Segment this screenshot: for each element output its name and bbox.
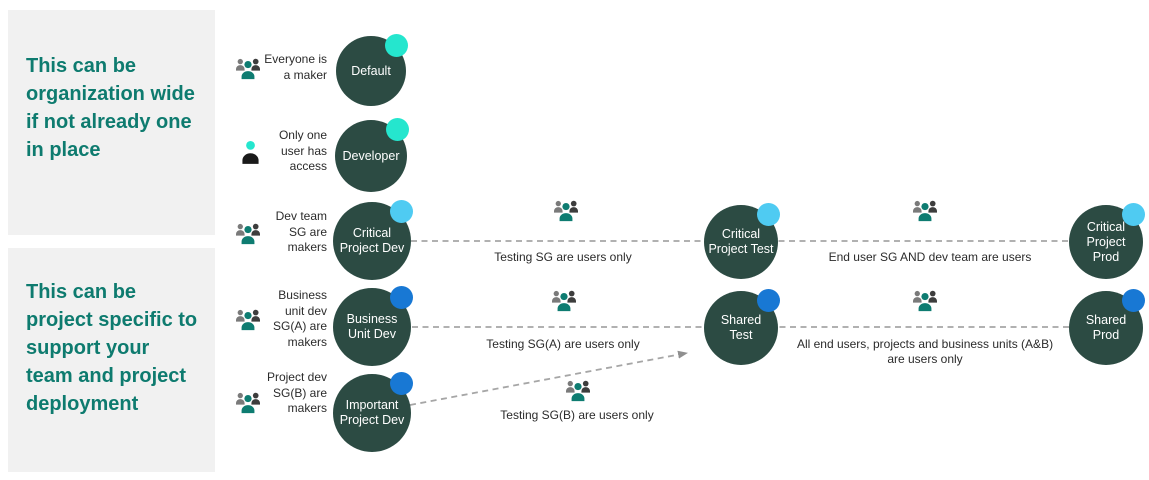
people-icon [913, 200, 937, 222]
people-icon [554, 200, 578, 222]
maker-label-critical-dev: Dev team SG are makers [275, 209, 327, 254]
status-dot [390, 372, 413, 395]
person-icon [242, 141, 259, 164]
note-project-text: This can be project specific to support … [26, 281, 198, 415]
status-dot [386, 118, 409, 141]
note-organization-text: This can be organization wide if not alr… [26, 55, 195, 161]
environment-circle-shared-test: Shared Test [704, 289, 780, 365]
people-icon [913, 290, 937, 312]
note-organization-wide: This can be organization wide if not alr… [8, 10, 215, 235]
people-icon [236, 58, 260, 80]
maker-label-developer: Only one user has access [278, 128, 327, 173]
environment-circle-shared-prod: Shared Prod [1069, 289, 1145, 365]
environment-label: Important Project Dev [339, 398, 405, 427]
status-dot [757, 289, 780, 312]
note-project-specific: This can be project specific to support … [8, 248, 215, 472]
flow-label-testing-sg-b: Testing SG(B) are users only [500, 408, 654, 422]
status-dot [1122, 203, 1145, 226]
environment-circle-critical-project-dev: Critical Project Dev [333, 200, 413, 280]
people-icon [552, 290, 576, 312]
environment-circle-important-project-dev: Important Project Dev [333, 372, 413, 452]
environment-circle-critical-project-test: Critical Project Test [704, 203, 780, 279]
people-icon [236, 223, 260, 245]
environment-label: Critical Project Prod [1086, 219, 1126, 264]
maker-label-important-dev: Project dev SG(B) are makers [266, 370, 327, 415]
status-dot [385, 34, 408, 57]
flow-label-end-user-sg: End user SG AND dev team are users [828, 250, 1032, 264]
maker-label-business-dev: Business unit dev SG(A) are makers [272, 288, 327, 349]
maker-label-default: Everyone is a maker [264, 52, 327, 82]
people-icon [236, 392, 260, 414]
environment-label: Shared Test [720, 313, 762, 342]
flow-label-all-end-users: All end users, projects and business uni… [796, 337, 1054, 366]
environment-circle-business-unit-dev: Business Unit Dev [333, 286, 413, 366]
flow-label-testing-sg-a: Testing SG(A) are users only [486, 337, 640, 351]
environment-circle-default: Default [336, 34, 408, 106]
flow-label-testing-sg: Testing SG are users only [494, 250, 632, 264]
environment-label: Developer [342, 148, 400, 163]
environment-label: Business Unit Dev [346, 312, 398, 341]
environment-label: Default [351, 63, 391, 78]
environment-circle-critical-project-prod: Critical Project Prod [1069, 203, 1145, 279]
dashed-arrow-important-dev-to-shared-test [409, 350, 688, 406]
status-dot [757, 203, 780, 226]
environment-label: Shared Prod [1085, 313, 1127, 342]
status-dot [1122, 289, 1145, 312]
status-dot [390, 200, 413, 223]
environment-label: Critical Project Test [708, 227, 774, 256]
status-dot [390, 286, 413, 309]
people-icon [566, 380, 590, 402]
environment-label: Critical Project Dev [339, 226, 405, 255]
environment-circle-developer: Developer [335, 118, 409, 192]
people-icon [236, 309, 260, 331]
